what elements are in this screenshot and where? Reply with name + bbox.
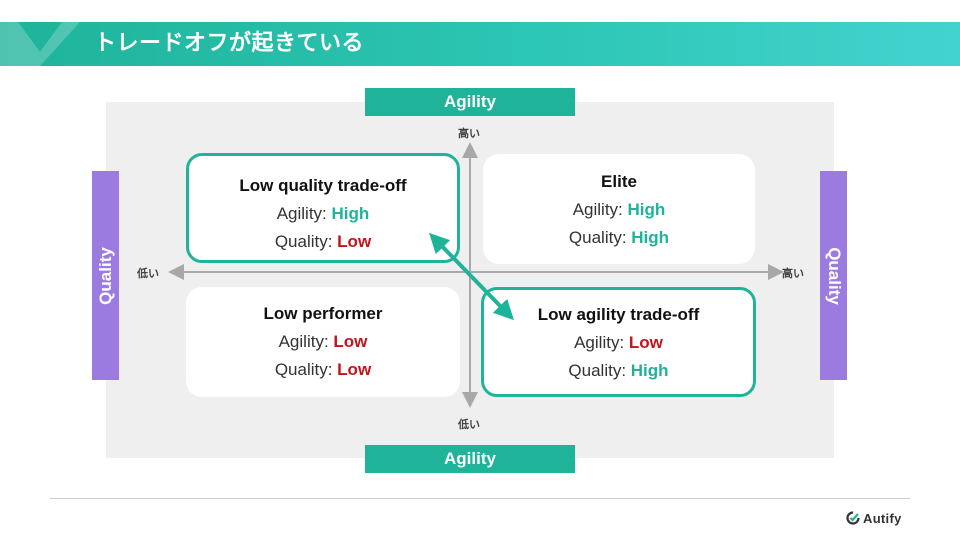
footer-divider: [50, 498, 910, 499]
quality-value: Low: [337, 232, 372, 251]
agility-line: Agility: Low: [574, 333, 663, 352]
tick-high-top: 高い: [458, 127, 480, 140]
quality-axis-label-right: Quality: [820, 171, 847, 380]
quadrant-elite: Elite Agility: High Quality: High: [483, 154, 755, 264]
agility-value: High: [627, 200, 666, 219]
agility-axis-label-top: Agility: [365, 88, 575, 116]
chevron-decoration-icon: [0, 22, 80, 66]
autify-logo-icon: [846, 511, 860, 525]
quality-line: Quality: Low: [274, 360, 372, 379]
quality-value: Low: [337, 360, 372, 379]
quadrant-title: Low performer: [263, 304, 383, 323]
quality-value: High: [630, 361, 669, 380]
tick-low-bottom: 低い: [458, 418, 480, 431]
autify-logo: Autify: [846, 509, 902, 527]
agility-value: High: [331, 204, 370, 223]
quality-value: High: [631, 228, 670, 247]
agility-value: Low: [333, 332, 368, 351]
agility-line: Agility: Low: [278, 332, 368, 351]
quadrant-title: Low agility trade-off: [537, 305, 700, 324]
tick-low-left: 低い: [137, 267, 159, 280]
agility-axis-label-bottom: Agility: [365, 445, 575, 473]
quadrant-title: Elite: [601, 172, 637, 191]
quality-line: Quality: High: [568, 361, 669, 380]
agility-line: Agility: High: [276, 204, 370, 223]
quadrant-low-agility-trade-off: Low agility trade-off Agility: Low Quali…: [481, 287, 756, 397]
logo-text: Autify: [863, 510, 902, 526]
quadrant-title: Low quality trade-off: [239, 176, 407, 195]
tick-high-right: 高い: [782, 267, 804, 280]
page-title: トレードオフが起きている: [94, 31, 365, 56]
quadrant-low-quality-trade-off: Low quality trade-off Agility: High Qual…: [186, 153, 460, 263]
quadrant-low-performer: Low performer Agility: Low Quality: Low: [186, 287, 460, 397]
quality-line: Quality: Low: [274, 232, 372, 251]
header-bar: トレードオフが起きている: [0, 22, 960, 66]
quality-axis-text-right: Quality: [824, 246, 844, 305]
agility-line: Agility: High: [572, 200, 666, 219]
quality-line: Quality: High: [568, 228, 670, 247]
agility-value: Low: [628, 333, 663, 352]
quality-axis-text-left: Quality: [95, 246, 115, 305]
quality-axis-label-left: Quality: [92, 171, 119, 380]
